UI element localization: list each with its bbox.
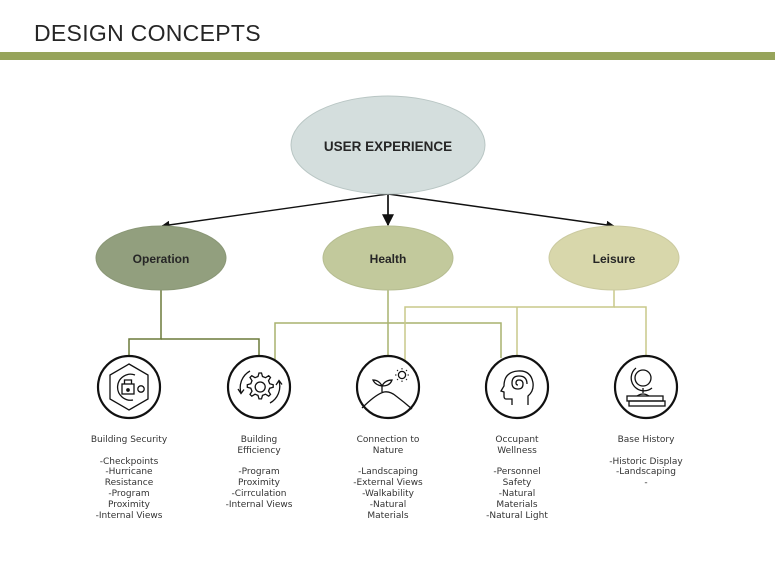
concept-item: -Cirrculation xyxy=(231,488,287,499)
concept-item: -Landscaping xyxy=(358,467,418,478)
root-label: USER EXPERIENCE xyxy=(324,139,452,154)
concept-icon-base-history[interactable] xyxy=(613,354,679,420)
category-label: Leisure xyxy=(593,252,636,266)
concept-item: -Natural xyxy=(369,499,407,510)
page-title: DESIGN CONCEPTS xyxy=(34,20,261,46)
globe-books-icon xyxy=(626,367,666,407)
category-label: Health xyxy=(370,252,407,266)
concept-item: -Natural Light xyxy=(486,510,548,521)
concept-item: Materials xyxy=(496,499,538,510)
concept-title: Building Security xyxy=(90,435,168,445)
concept-item: Resistance xyxy=(104,478,154,489)
root-arrows xyxy=(161,193,615,230)
head-spiral-icon xyxy=(500,370,534,405)
concept-text-base-history: Base History -Historic Display -Landscap… xyxy=(581,435,711,489)
concept-item: Proximity xyxy=(108,499,150,510)
category-label: Operation xyxy=(133,252,190,266)
concept-item: -External Views xyxy=(353,478,423,489)
concept-item: -Natural xyxy=(498,488,536,499)
concept-text-connection-to-nature: Connection to Nature -Landscaping -Exter… xyxy=(323,435,453,521)
concept-title: Building Efficiency xyxy=(237,435,281,456)
concept-text-building-efficiency: Building Efficiency -Program Proximity -… xyxy=(194,435,324,511)
category-leisure[interactable]: Leisure xyxy=(548,225,680,291)
concept-item: Proximity xyxy=(238,478,280,489)
concept-item: Materials xyxy=(367,510,409,521)
concept-text-building-security: Building Security -Checkpoints -Hurrican… xyxy=(64,435,194,521)
concept-icon-building-efficiency[interactable] xyxy=(226,354,292,420)
concept-item: -Historic Display xyxy=(609,456,683,467)
title-underline-bar xyxy=(0,52,775,60)
concept-text-occupant-wellness: Occupant Wellness -Personnel Safety -Nat… xyxy=(452,435,582,521)
concept-item: -Hurricane xyxy=(105,467,153,478)
health-connectors xyxy=(274,290,502,367)
arrow-to-operation xyxy=(161,193,389,230)
root-node[interactable]: USER EXPERIENCE xyxy=(290,95,486,195)
concept-title: Base History xyxy=(617,435,675,445)
concept-title: Occupant Wellness xyxy=(495,435,539,456)
concept-item: -Internal Views xyxy=(95,510,163,521)
concept-item: -Landscaping xyxy=(616,467,676,478)
concept-item: -Program xyxy=(238,467,280,478)
category-operation[interactable]: Operation xyxy=(95,225,227,291)
operation-connectors xyxy=(128,290,260,358)
concept-item: -Internal Views xyxy=(225,499,293,510)
security-lock-icon xyxy=(109,363,149,411)
concept-item: -Walkability xyxy=(362,488,414,499)
leisure-connectors xyxy=(404,290,647,362)
concept-icon-building-security[interactable] xyxy=(96,354,162,420)
concept-title: Connection to Nature xyxy=(356,435,420,456)
concept-icon-occupant-wellness[interactable] xyxy=(484,354,550,420)
concept-item: -Personnel xyxy=(493,467,541,478)
plant-sun-icon xyxy=(361,368,413,410)
category-health[interactable]: Health xyxy=(322,225,454,291)
concept-item: -Program xyxy=(108,488,150,499)
concept-icon-connection-to-nature[interactable] xyxy=(355,354,421,420)
concept-item: - xyxy=(644,478,648,489)
gear-cycle-icon xyxy=(237,370,283,404)
concept-item: -Checkpoints xyxy=(99,456,159,467)
concept-item: Safety xyxy=(502,478,532,489)
arrow-to-leisure xyxy=(387,193,615,230)
